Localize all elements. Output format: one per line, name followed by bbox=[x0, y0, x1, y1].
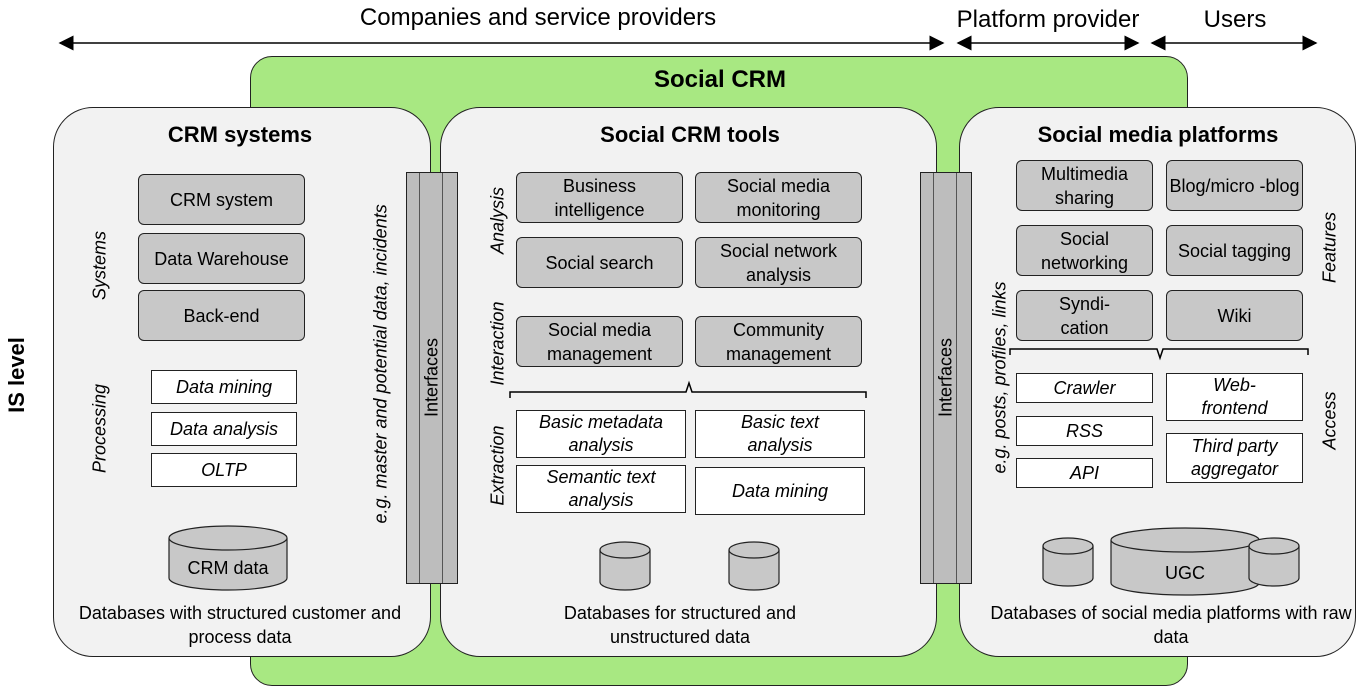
platforms-caption: Databases of social media platforms with… bbox=[990, 603, 1352, 647]
syndication-box: Syndi- cation bbox=[1016, 290, 1153, 341]
right-interfaces-bar bbox=[920, 172, 972, 584]
business-intelligence-box: Business intelligence bbox=[516, 172, 683, 223]
social-media-management-box: Social media management bbox=[516, 316, 683, 367]
web-frontend-box: Web- frontend bbox=[1166, 373, 1303, 421]
crm-caption: Databases with structured customer and p… bbox=[78, 603, 402, 647]
back-end-box: Back-end bbox=[138, 290, 305, 341]
ugc-label: UGC bbox=[1165, 563, 1205, 583]
oltp-box: OLTP bbox=[151, 453, 297, 487]
rss-box: RSS bbox=[1016, 416, 1153, 446]
crm-system-box: CRM system bbox=[138, 174, 305, 225]
tools-caption: Databases for structured and unstructure… bbox=[563, 603, 797, 647]
crawler-box: Crawler bbox=[1016, 373, 1153, 403]
social-crm-title: Social CRM bbox=[653, 66, 787, 93]
social-media-platforms-title: Social media platforms bbox=[1037, 122, 1279, 147]
blog-microblog-box: Blog/micro -blog bbox=[1166, 160, 1303, 211]
basic-text-analysis-box: Basic text analysis bbox=[695, 410, 865, 458]
header-companies: Companies and service providers bbox=[359, 4, 717, 31]
crm-data-label: CRM data bbox=[187, 558, 269, 578]
third-party-aggregator-box: Third party aggregator bbox=[1166, 433, 1303, 483]
social-crm-tools-title: Social CRM tools bbox=[600, 122, 780, 147]
basic-metadata-analysis-box: Basic metadata analysis bbox=[516, 410, 686, 458]
semantic-text-analysis-box: Semantic text analysis bbox=[516, 465, 686, 513]
social-network-analysis-box: Social network analysis bbox=[695, 237, 862, 288]
social-tagging-box: Social tagging bbox=[1166, 225, 1303, 276]
data-analysis-box: Data analysis bbox=[151, 412, 297, 446]
community-management-box: Community management bbox=[695, 316, 862, 367]
left-interfaces-bar bbox=[406, 172, 458, 584]
data-warehouse-box: Data Warehouse bbox=[138, 233, 305, 284]
header-users: Users bbox=[1203, 6, 1267, 33]
wiki-box: Wiki bbox=[1166, 290, 1303, 341]
header-platform: Platform provider bbox=[956, 6, 1140, 33]
crm-data-mining-box: Data mining bbox=[151, 370, 297, 404]
social-search-box: Social search bbox=[516, 237, 683, 288]
tools-data-mining-box: Data mining bbox=[695, 467, 865, 515]
crm-systems-title: CRM systems bbox=[167, 122, 313, 147]
social-media-monitoring-box: Social media monitoring bbox=[695, 172, 862, 223]
social-networking-box: Social networking bbox=[1016, 225, 1153, 276]
multimedia-sharing-box: Multimedia sharing bbox=[1016, 160, 1153, 211]
api-box: API bbox=[1016, 458, 1153, 488]
